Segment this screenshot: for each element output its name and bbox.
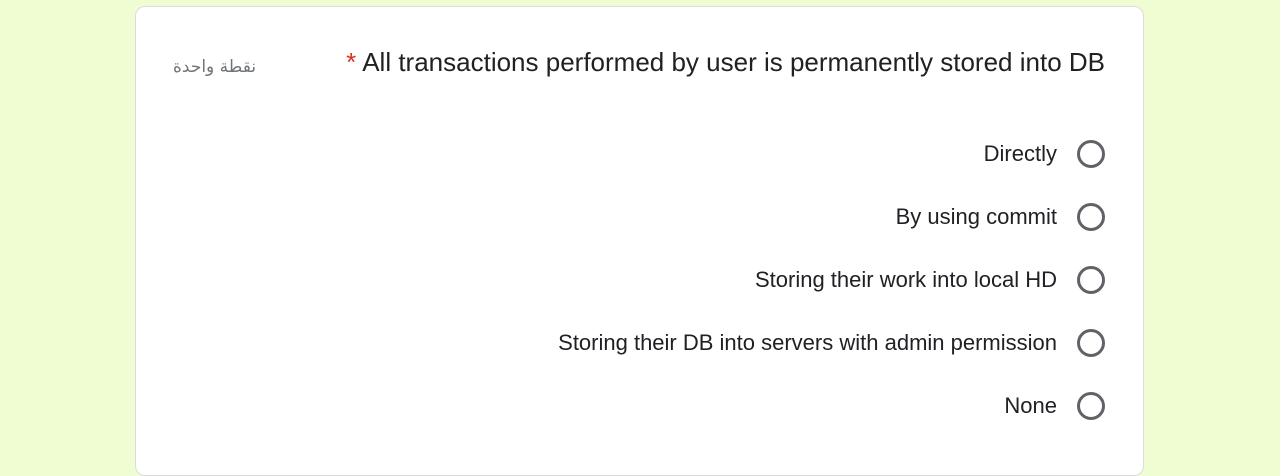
question-title: All transactions performed by user is pe… (362, 47, 1105, 77)
points-label: نقطة واحدة (173, 57, 257, 77)
option-directly[interactable]: Directly (558, 122, 1105, 185)
option-label: Storing their work into local HD (754, 266, 1057, 292)
radio-button[interactable] (1077, 328, 1105, 357)
option-label: By using commit (895, 203, 1057, 229)
question-title-row: *All transactions performed by user is p… (346, 47, 1105, 78)
question-card: نقطة واحدة *All transactions performed b… (135, 6, 1144, 476)
options-list: Directly By using commit Storing their w… (558, 122, 1105, 437)
option-by-using-commit[interactable]: By using commit (558, 185, 1105, 248)
radio-button[interactable] (1077, 139, 1105, 168)
option-label: Storing their DB into servers with admin… (558, 329, 1057, 355)
radio-button[interactable] (1077, 202, 1105, 231)
option-label: None (1004, 392, 1057, 418)
option-none[interactable]: None (558, 374, 1105, 437)
option-label: Directly (983, 140, 1057, 166)
radio-button[interactable] (1077, 265, 1105, 294)
option-storing-servers-admin[interactable]: Storing their DB into servers with admin… (558, 311, 1105, 374)
radio-button[interactable] (1077, 391, 1105, 420)
required-asterisk: * (346, 47, 357, 77)
option-storing-local-hd[interactable]: Storing their work into local HD (558, 248, 1105, 311)
